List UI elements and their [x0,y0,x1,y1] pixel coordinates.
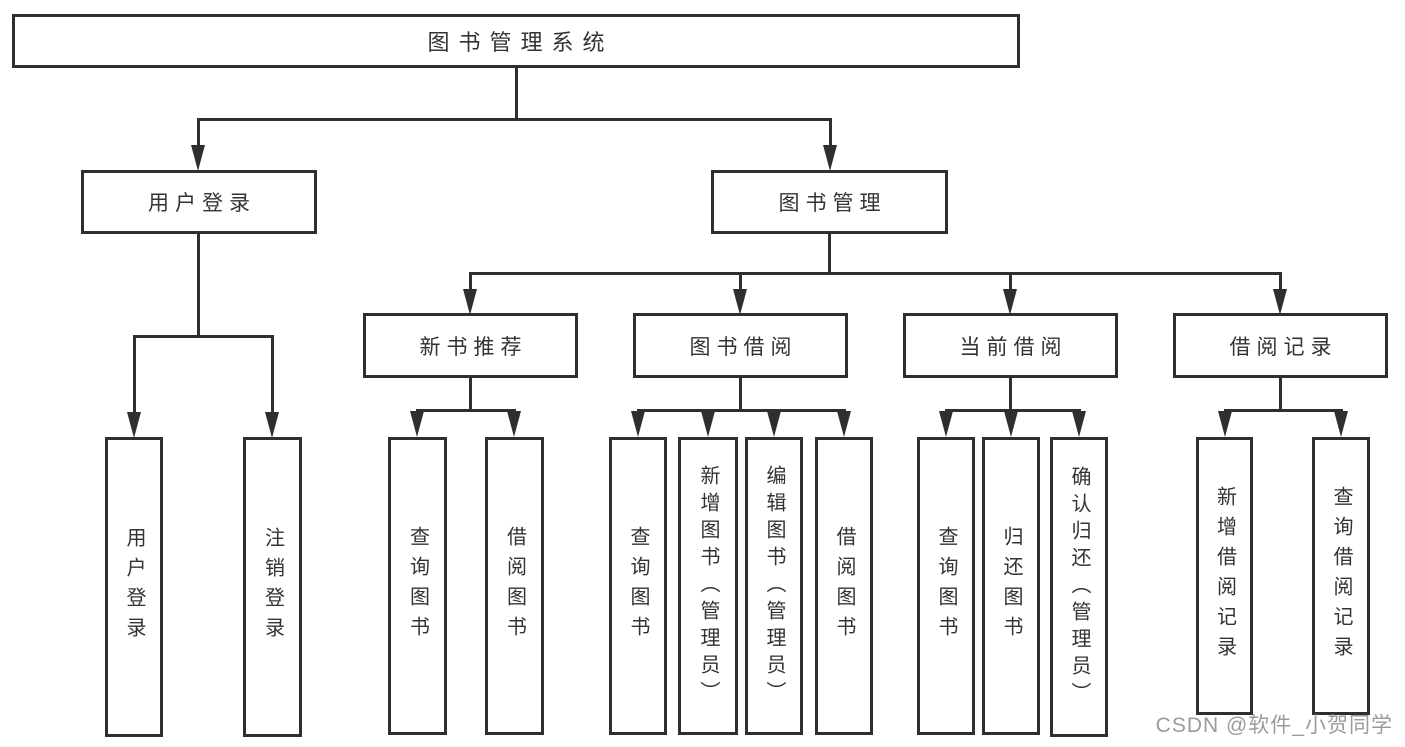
node-label: 当前借阅 [959,335,1068,359]
leaf-borrow-books: 借阅图书 [815,437,873,735]
connector-line [739,376,742,410]
node-library-system: 图书管理系统 [12,14,1020,68]
arrowhead-down-icon [1218,411,1232,437]
connector-line [416,409,516,412]
arrowhead-down-icon [1003,289,1017,315]
connector-line [828,232,831,274]
leaf-label: 注销登录 [261,527,284,647]
arrowhead-down-icon [191,145,205,171]
arrowhead-down-icon [1004,411,1018,437]
leaf-query-books-recommend: 查询图书 [388,437,447,735]
node-label: 图书管理系统 [427,30,614,55]
leaf-label: 归还图书 [1000,526,1022,646]
arrowhead-down-icon [463,289,477,315]
node-label: 图书管理 [778,192,887,215]
arrowhead-down-icon [1334,411,1348,437]
node-label: 新书推荐 [419,335,528,359]
connector-line [133,335,274,338]
arrowhead-down-icon [837,411,851,437]
leaf-confirm-return-admin: 确认归还（管理员） [1050,437,1108,737]
leaf-label: 查询图书 [935,526,957,646]
arrowhead-down-icon [127,412,141,438]
leaf-query-books-current: 查询图书 [917,437,975,735]
leaf-add-book-admin: 新增图书（管理员） [678,437,738,735]
leaf-label: 查询借阅记录 [1330,486,1352,666]
leaf-label: 新增图书（管理员） [697,464,719,708]
arrowhead-down-icon [701,411,715,437]
node-book-borrowing: 图书借阅 [633,313,848,378]
leaf-edit-book-admin: 编辑图书（管理员） [745,437,803,735]
arrowhead-down-icon [631,411,645,437]
connector-line [829,118,832,148]
connector-line [739,272,742,291]
arrowhead-down-icon [1072,411,1086,437]
arrowhead-down-icon [767,411,781,437]
leaf-label: 新增借阅记录 [1213,486,1236,666]
leaf-logout: 注销登录 [243,437,302,737]
leaf-borrow-books-recommend: 借阅图书 [485,437,544,735]
node-label: 图书借阅 [689,335,798,359]
leaf-label: 确认归还（管理员） [1068,465,1090,709]
connector-line [197,232,200,337]
connector-line [197,118,831,121]
connector-line [469,272,1282,275]
connector-line [945,409,1081,412]
node-borrowing-records: 借阅记录 [1173,313,1388,378]
leaf-label: 借阅图书 [503,526,526,646]
node-label: 借阅记录 [1229,335,1338,359]
arrowhead-down-icon [265,412,279,438]
connector-line [271,335,274,414]
connector-line [469,272,472,291]
connector-line [1009,376,1012,410]
leaf-return-books: 归还图书 [982,437,1040,735]
node-book-management: 图书管理 [711,170,948,234]
leaf-user-login: 用户登录 [105,437,163,737]
connector-line [515,66,518,120]
arrowhead-down-icon [939,411,953,437]
arrowhead-down-icon [1273,289,1287,315]
leaf-query-books-borrowing: 查询图书 [609,437,667,735]
connector-line [1224,409,1343,412]
leaf-label: 借阅图书 [833,526,855,646]
leaf-label: 编辑图书（管理员） [763,464,785,708]
leaf-label: 用户登录 [123,527,145,647]
arrowhead-down-icon [823,145,837,171]
connector-line [1279,376,1282,410]
csdn-watermark: CSDN @软件_小贺同学 [1155,714,1393,737]
arrowhead-down-icon [507,411,521,437]
leaf-label: 查询图书 [627,526,649,646]
node-label: 用户登录 [148,192,256,215]
leaf-add-borrow-record: 新增借阅记录 [1196,437,1253,715]
connector-line [1279,272,1282,291]
connector-line [637,409,846,412]
arrowhead-down-icon [733,289,747,315]
leaf-query-borrow-record: 查询借阅记录 [1312,437,1370,715]
connector-line [197,118,200,148]
connector-line [133,335,136,414]
arrowhead-down-icon [410,411,424,437]
node-new-book-recommend: 新书推荐 [363,313,578,378]
connector-line [469,376,472,410]
connector-line [1009,272,1012,291]
node-current-borrowing: 当前借阅 [903,313,1118,378]
node-user-login: 用户登录 [81,170,317,234]
leaf-label: 查询图书 [406,526,429,646]
